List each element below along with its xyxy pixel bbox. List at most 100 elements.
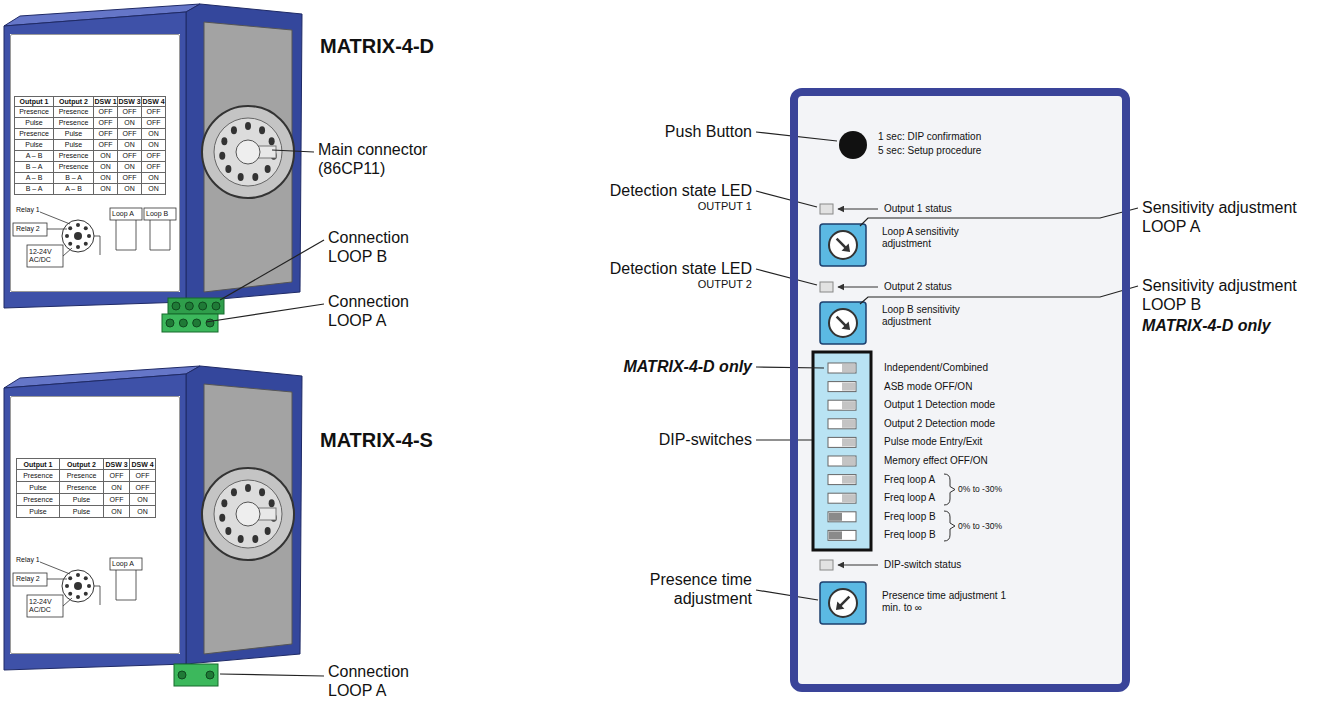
wiring-sketch xyxy=(13,558,142,617)
bracket xyxy=(944,474,955,505)
table-cell: Presence xyxy=(14,129,54,140)
callout-label: Connection LOOP A xyxy=(328,292,438,330)
table-cell: ON xyxy=(118,184,142,195)
wiring-sketch xyxy=(13,223,47,236)
loop-terminal xyxy=(206,671,214,679)
adjustment-knob xyxy=(820,302,866,344)
callout-label: Connection LOOP A xyxy=(328,662,438,700)
table-cell: Output 1 xyxy=(16,458,60,470)
panel-label: Relay 1 xyxy=(16,556,56,564)
module-housing xyxy=(186,4,302,302)
dip-switch-block xyxy=(829,531,842,539)
main-connector xyxy=(265,527,271,535)
wiring-sketch xyxy=(62,570,94,602)
table-cell: ON xyxy=(94,184,118,195)
loop-terminal xyxy=(212,302,220,310)
panel-label: 12-24V AC/DC xyxy=(29,598,62,615)
panel-label: Output 1 Detection mode xyxy=(884,399,1054,411)
dip-switch-block xyxy=(842,476,855,484)
wiring-sketch xyxy=(68,226,72,230)
wiring-sketch xyxy=(116,570,136,600)
main-connector xyxy=(221,499,227,507)
panel-label: Loop B sensitivity adjustment xyxy=(882,304,990,328)
callout-label: Connection LOOP B xyxy=(328,228,438,266)
table-cell: Presence xyxy=(54,151,94,162)
pointer-arrow xyxy=(838,565,878,566)
panel-label: Freq loop B xyxy=(884,529,942,541)
table-cell: OFF xyxy=(130,482,156,494)
callout-label: MATRIX-4-D only xyxy=(1142,316,1327,335)
module-housing xyxy=(204,22,292,292)
panel-label: Loop B xyxy=(146,210,176,218)
dip-switch-block xyxy=(828,530,856,540)
table-cell: OFF xyxy=(94,140,118,151)
main-connector xyxy=(245,122,251,130)
dip-switch-block xyxy=(842,401,855,409)
loop-terminal xyxy=(174,664,218,686)
loop-terminal xyxy=(199,302,207,310)
table-cell: Pulse xyxy=(60,506,104,518)
dip-switch-block xyxy=(842,438,855,446)
panel-label: Freq loop A xyxy=(884,474,942,486)
callout-label: DIP-switches xyxy=(582,430,752,449)
module-housing xyxy=(204,384,292,654)
panel-label: Memory effect OFF/ON xyxy=(884,455,1054,467)
panel-label: Relay 2 xyxy=(16,225,46,233)
main-connector xyxy=(202,106,294,198)
table-cell: ON xyxy=(94,151,118,162)
front-panel: 1 sec: DIP confirmation5 sec: Setup proc… xyxy=(790,88,1130,692)
table-cell: OFF xyxy=(118,151,142,162)
table-cell: ON xyxy=(142,184,166,195)
callout-label: Push Button xyxy=(582,122,752,141)
table-cell: DSW 4 xyxy=(142,96,166,107)
pointer-arrow xyxy=(838,209,878,210)
callout-label: OUTPUT 1 xyxy=(632,200,752,213)
wiring-sketch xyxy=(84,226,88,230)
main-connector xyxy=(252,535,258,543)
table-cell: OFF xyxy=(142,162,166,173)
dip-switch-block xyxy=(813,352,871,550)
table-cell: Pulse xyxy=(14,118,54,129)
main-connector xyxy=(259,488,265,496)
adjustment-knob xyxy=(820,224,866,266)
adjustment-knob xyxy=(833,235,854,256)
loop-terminal xyxy=(193,319,201,327)
loop-terminal xyxy=(168,298,224,314)
wiring-sketch xyxy=(150,220,170,250)
wiring-sketch xyxy=(76,595,80,599)
table-cell: B – A xyxy=(54,173,94,184)
label-plate: Output 1Output 2DSW 3DSW 4PresencePresen… xyxy=(10,396,180,654)
callout-label: OUTPUT 2 xyxy=(632,278,752,291)
table-cell: A – B xyxy=(14,151,54,162)
table-cell: A – B xyxy=(14,173,54,184)
main-connector xyxy=(214,118,282,186)
wiring-sketch xyxy=(74,582,82,590)
table-cell: Presence xyxy=(16,494,60,506)
adjustment-knob xyxy=(840,597,849,606)
dip-switch-block xyxy=(828,363,856,373)
panel-label: DIP-switch status xyxy=(884,559,1044,571)
table-cell: Output 2 xyxy=(60,458,104,470)
loop-terminal xyxy=(174,664,218,686)
panel-label: 5 sec: Setup procedure xyxy=(878,145,1118,157)
dip-switch-block xyxy=(813,352,871,550)
table-cell: Pulse xyxy=(54,140,94,151)
main-connector xyxy=(221,137,227,145)
table-cell: Presence xyxy=(54,107,94,118)
product-name: MATRIX-4-S xyxy=(320,428,540,452)
table-cell: Presence xyxy=(54,162,94,173)
wiring-sketch xyxy=(65,584,69,588)
panel-face xyxy=(790,88,1130,692)
loop-terminal xyxy=(179,319,187,327)
table-cell: ON xyxy=(142,140,166,151)
module-housing xyxy=(4,4,302,308)
table-cell: OFF xyxy=(142,118,166,129)
main-connector xyxy=(238,173,244,181)
adjustment-knob xyxy=(837,239,846,248)
dip-switch-block xyxy=(842,457,855,465)
main-connector xyxy=(219,514,225,522)
main-connector xyxy=(225,165,231,173)
adjustment-knob xyxy=(832,602,844,614)
